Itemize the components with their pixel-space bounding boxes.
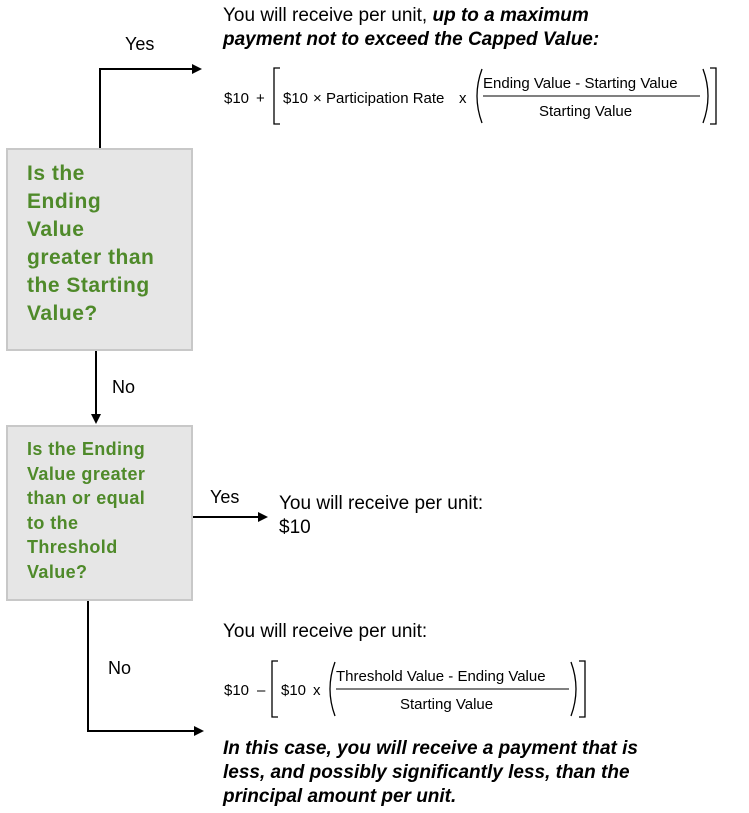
decision-1-line: Value: [27, 218, 85, 241]
decision-1-line: greater than: [27, 246, 155, 269]
decision-1-no-label: No: [112, 377, 136, 397]
arrow-decision2-no: [87, 600, 204, 736]
outcome-2-line: You will receive per unit:: [279, 493, 484, 514]
arrow-decision1-yes: [99, 64, 202, 148]
decision-2-yes-label: Yes: [210, 487, 240, 507]
formula-2-numerator: Threshold Value - Ending Value: [336, 668, 546, 685]
outcome-1-emphasis: payment not to exceed the Capped Value:: [223, 29, 600, 50]
formula-2-x: x: [313, 682, 321, 699]
decision-2-no-label: No: [108, 658, 132, 678]
outcome-1-emphasis: up to a maximum: [432, 5, 589, 26]
formula-2-paren-close: [570, 661, 577, 717]
outcome-3-note-line: principal amount per unit.: [223, 786, 457, 807]
formula-1-paren-open: [476, 68, 483, 124]
decision-box-1: Is the Ending Value greater than the Sta…: [6, 148, 193, 351]
decision-2-question: Is the Ending Value greater than or equa…: [27, 437, 145, 584]
formula-2-base: $10: [224, 682, 249, 699]
formula-1-paren-close: [702, 68, 709, 124]
decision-1-line: Ending: [27, 190, 102, 213]
decision-2-line: Threshold: [27, 537, 118, 557]
decision-2-line: Value?: [27, 561, 88, 582]
formula-1-base: $10: [224, 90, 249, 107]
decision-box-2: Is the Ending Value greater than or equa…: [6, 425, 193, 601]
decision-1-line: Value?: [27, 302, 98, 325]
outcome-3-intro: You will receive per unit:: [223, 621, 428, 642]
formula-1-participation: Participation Rate: [326, 90, 444, 107]
decision-2-line: to the: [27, 512, 79, 533]
outcome-3-note: In this case, you will receive a payment…: [223, 737, 743, 809]
formula-1-numerator: Ending Value - Starting Value: [483, 75, 678, 92]
formula-1-inner-base: $10: [283, 90, 308, 107]
decision-1-yes-label: Yes: [125, 34, 155, 54]
outcome-1-intro: You will receive per unit,: [223, 5, 433, 26]
outcome-2-amount: $10: [279, 517, 311, 538]
formula-1-bracket-close: [710, 67, 717, 125]
formula-2-denominator: Starting Value: [400, 696, 493, 713]
decision-1-line: the Starting: [27, 274, 150, 297]
decision-2-line: Value greater: [27, 463, 146, 484]
formula-1-bracket-open: [273, 67, 280, 125]
outcome-2-text: You will receive per unit: $10: [279, 492, 483, 540]
formula-1-denominator: Starting Value: [539, 103, 632, 120]
decision-2-line: Is the Ending: [27, 439, 146, 459]
outcome-3-note-line: In this case, you will receive a payment…: [223, 738, 638, 759]
formula-1-plus: +: [256, 90, 265, 107]
outcome-3-note-line: less, and possibly significantly less, t…: [223, 762, 630, 783]
formula-2-bracket-open: [271, 660, 278, 718]
outcome-1-text: You will receive per unit, up to a maxim…: [223, 4, 743, 52]
decision-2-line: than or equal: [27, 488, 146, 508]
decision-1-line: Is the: [27, 162, 85, 185]
formula-1-x: x: [459, 90, 467, 107]
decision-1-question: Is the Ending Value greater than the Sta…: [27, 160, 154, 328]
formula-2-minus: –: [257, 682, 266, 699]
formula-2-bracket-close: [579, 660, 586, 718]
formula-2-paren-open: [329, 661, 336, 717]
formula-1-times: ×: [313, 90, 322, 107]
formula-2-inner-base: $10: [281, 682, 306, 699]
